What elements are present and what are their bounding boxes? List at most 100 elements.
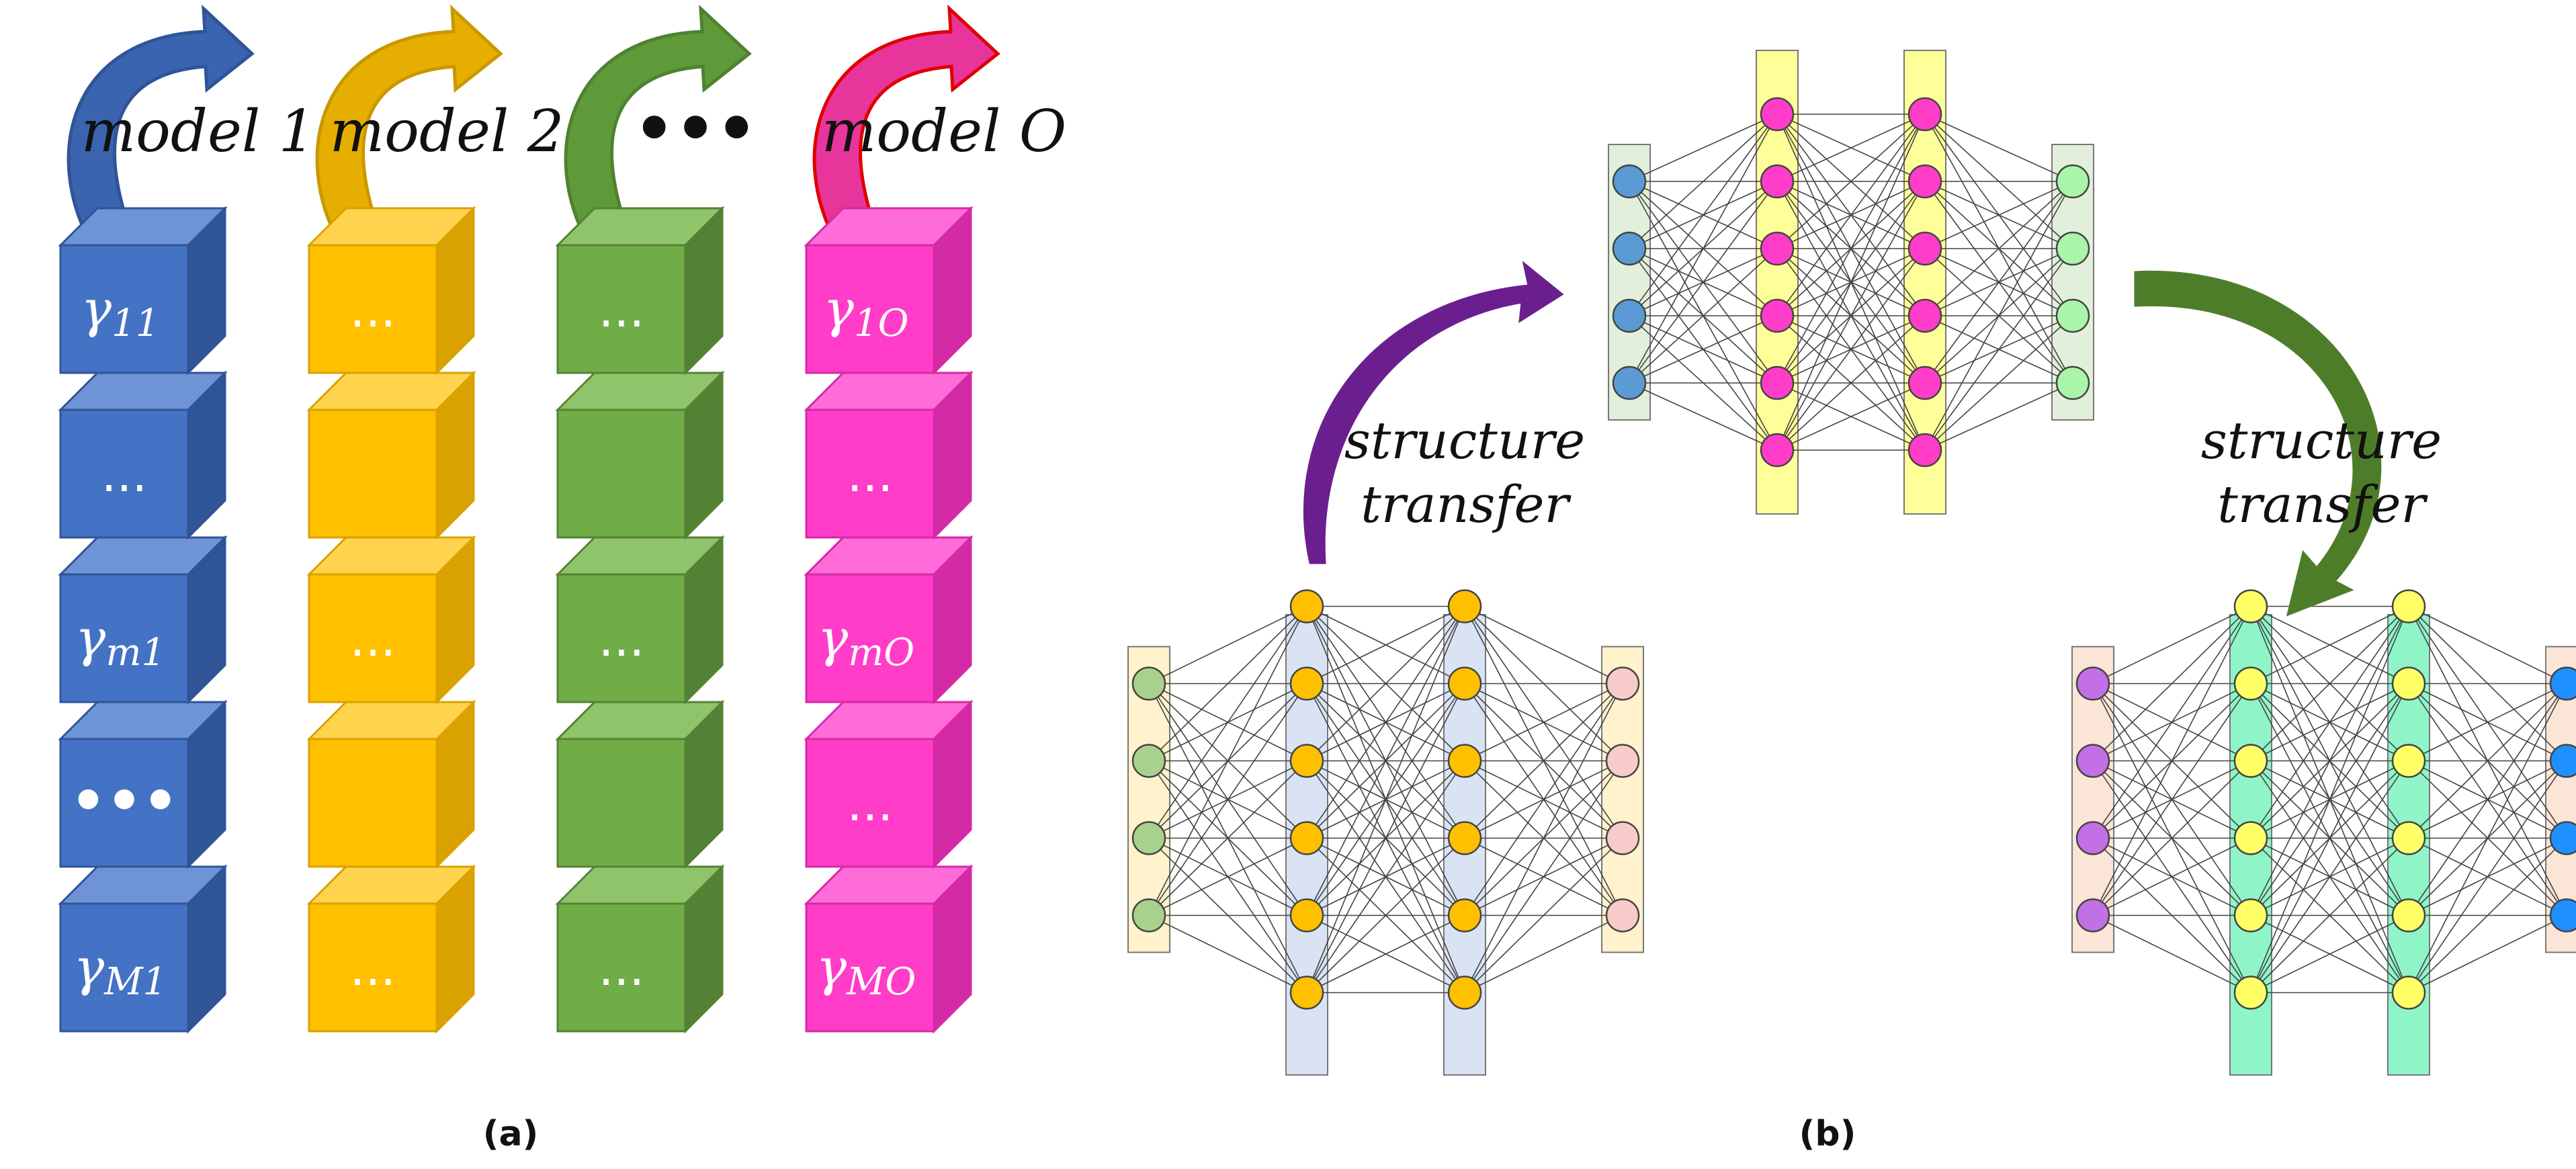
connection-edge <box>1629 114 1778 384</box>
neuron-node <box>2391 589 2426 623</box>
model-label: model 1 <box>81 98 316 165</box>
cube-front-face <box>308 738 438 868</box>
curved-arrow-icon <box>564 4 752 245</box>
curved-arrow-icon <box>812 4 1000 245</box>
cube-front-face <box>556 244 687 374</box>
cube-front-face <box>556 738 687 868</box>
connection-edge <box>2408 683 2567 762</box>
cube-parameter-label: γmO <box>818 608 914 675</box>
connection-edge <box>1776 114 1926 451</box>
neuron-node <box>1289 821 1324 855</box>
neuron-node <box>1612 164 1647 199</box>
model-label: model 2 <box>330 98 564 165</box>
connection-edge <box>2408 914 2567 994</box>
connection-edge <box>1306 605 1465 762</box>
connection-edge <box>1306 683 1465 993</box>
connection-edge <box>1629 114 1778 182</box>
neuron-node <box>1760 231 1795 266</box>
connection-edge <box>2092 605 2251 762</box>
connection-edge <box>2092 760 2251 916</box>
connection-edge <box>1924 114 2073 182</box>
neuron-node <box>2055 164 2090 199</box>
cube-ellipsis-label: ... <box>599 611 645 667</box>
connection-edge <box>1306 605 1465 685</box>
cube-front-face <box>556 408 687 539</box>
parameter-cube: ... <box>555 535 725 705</box>
neuron-node <box>1605 898 1640 933</box>
connection-edge <box>1629 114 1778 316</box>
cube-front-face <box>308 902 438 1033</box>
cube-ellipsis-label: ... <box>847 775 894 832</box>
curved-arrow-icon <box>315 4 503 245</box>
connection-edge <box>1464 683 1623 762</box>
network-edges <box>1629 114 2073 451</box>
cube-front-face <box>805 244 935 374</box>
connection-edge <box>1776 315 1926 451</box>
connection-edge <box>1776 114 1926 316</box>
parameter-cube: γm1 <box>58 535 228 705</box>
connection-edge <box>1464 683 1623 916</box>
neuron-node <box>2233 976 2268 1010</box>
connection-edge <box>1776 181 1926 451</box>
connection-edge <box>2408 683 2567 916</box>
cube-front-face <box>556 573 687 703</box>
model-column-2: model 2......... <box>306 4 564 1034</box>
connection-edge <box>2250 837 2409 994</box>
connection-edge <box>2250 605 2409 762</box>
connection-edge <box>2092 837 2251 916</box>
neuron-node <box>2233 666 2268 701</box>
connection-edge <box>1776 248 1926 451</box>
caption-b: (b) <box>1799 1114 1856 1154</box>
neuron-node <box>1907 433 1942 468</box>
connection-edge <box>2250 606 2409 993</box>
connection-edge <box>1464 761 1623 993</box>
neuron-node <box>2391 898 2426 933</box>
neuron-node <box>1605 821 1640 855</box>
cube-front-face <box>556 902 687 1033</box>
connection-edge <box>2092 605 2251 685</box>
neuron-node <box>2075 666 2110 701</box>
connection-edge <box>1924 181 2073 316</box>
neuron-node <box>1289 666 1324 701</box>
cube-parameter-label: γm1 <box>75 608 165 675</box>
parameter-cube <box>555 699 725 869</box>
cube-ellipsis-label: ... <box>350 611 396 667</box>
connection-edge <box>1464 837 1623 994</box>
connection-edge <box>1148 606 1307 916</box>
neuron-node <box>1447 821 1482 855</box>
network-edges <box>1148 605 1623 994</box>
connection-edge <box>1464 914 1623 994</box>
cube-front-face <box>59 573 189 703</box>
connection-edge <box>1629 114 1778 249</box>
connection-edge <box>2092 606 2251 916</box>
parameter-cube: ••• <box>58 699 228 869</box>
neuron-node <box>2233 898 2268 933</box>
connection-edge <box>1776 114 1926 182</box>
connection-edge <box>1148 605 1307 685</box>
neuron-node <box>1447 898 1482 933</box>
cube-parameter-label: γMO <box>816 937 916 1004</box>
neuron-node <box>2075 898 2110 933</box>
parameter-cube <box>306 699 476 869</box>
connection-edge <box>1148 605 1307 762</box>
connection-edge <box>2092 914 2251 994</box>
neuron-node <box>1289 589 1324 623</box>
connection-edge <box>1776 382 1926 451</box>
neuron-node <box>1612 298 1647 333</box>
connection-edge <box>2250 606 2409 916</box>
neuron-node <box>1447 666 1482 701</box>
cube-ellipsis-label: ••• <box>70 768 178 834</box>
neuron-node <box>2391 821 2426 855</box>
connection-edge <box>1924 181 2073 249</box>
parameter-cube: ... <box>306 864 476 1034</box>
curved-arrow-icon <box>67 4 255 245</box>
neuron-node <box>1289 744 1324 778</box>
cube-front-face <box>308 244 438 374</box>
cube-parameter-label: γ11 <box>81 279 160 345</box>
cube-ellipsis-label: ... <box>350 940 396 996</box>
connection-edge <box>1924 181 2073 451</box>
cube-parameter-label: γ1O <box>824 279 909 345</box>
